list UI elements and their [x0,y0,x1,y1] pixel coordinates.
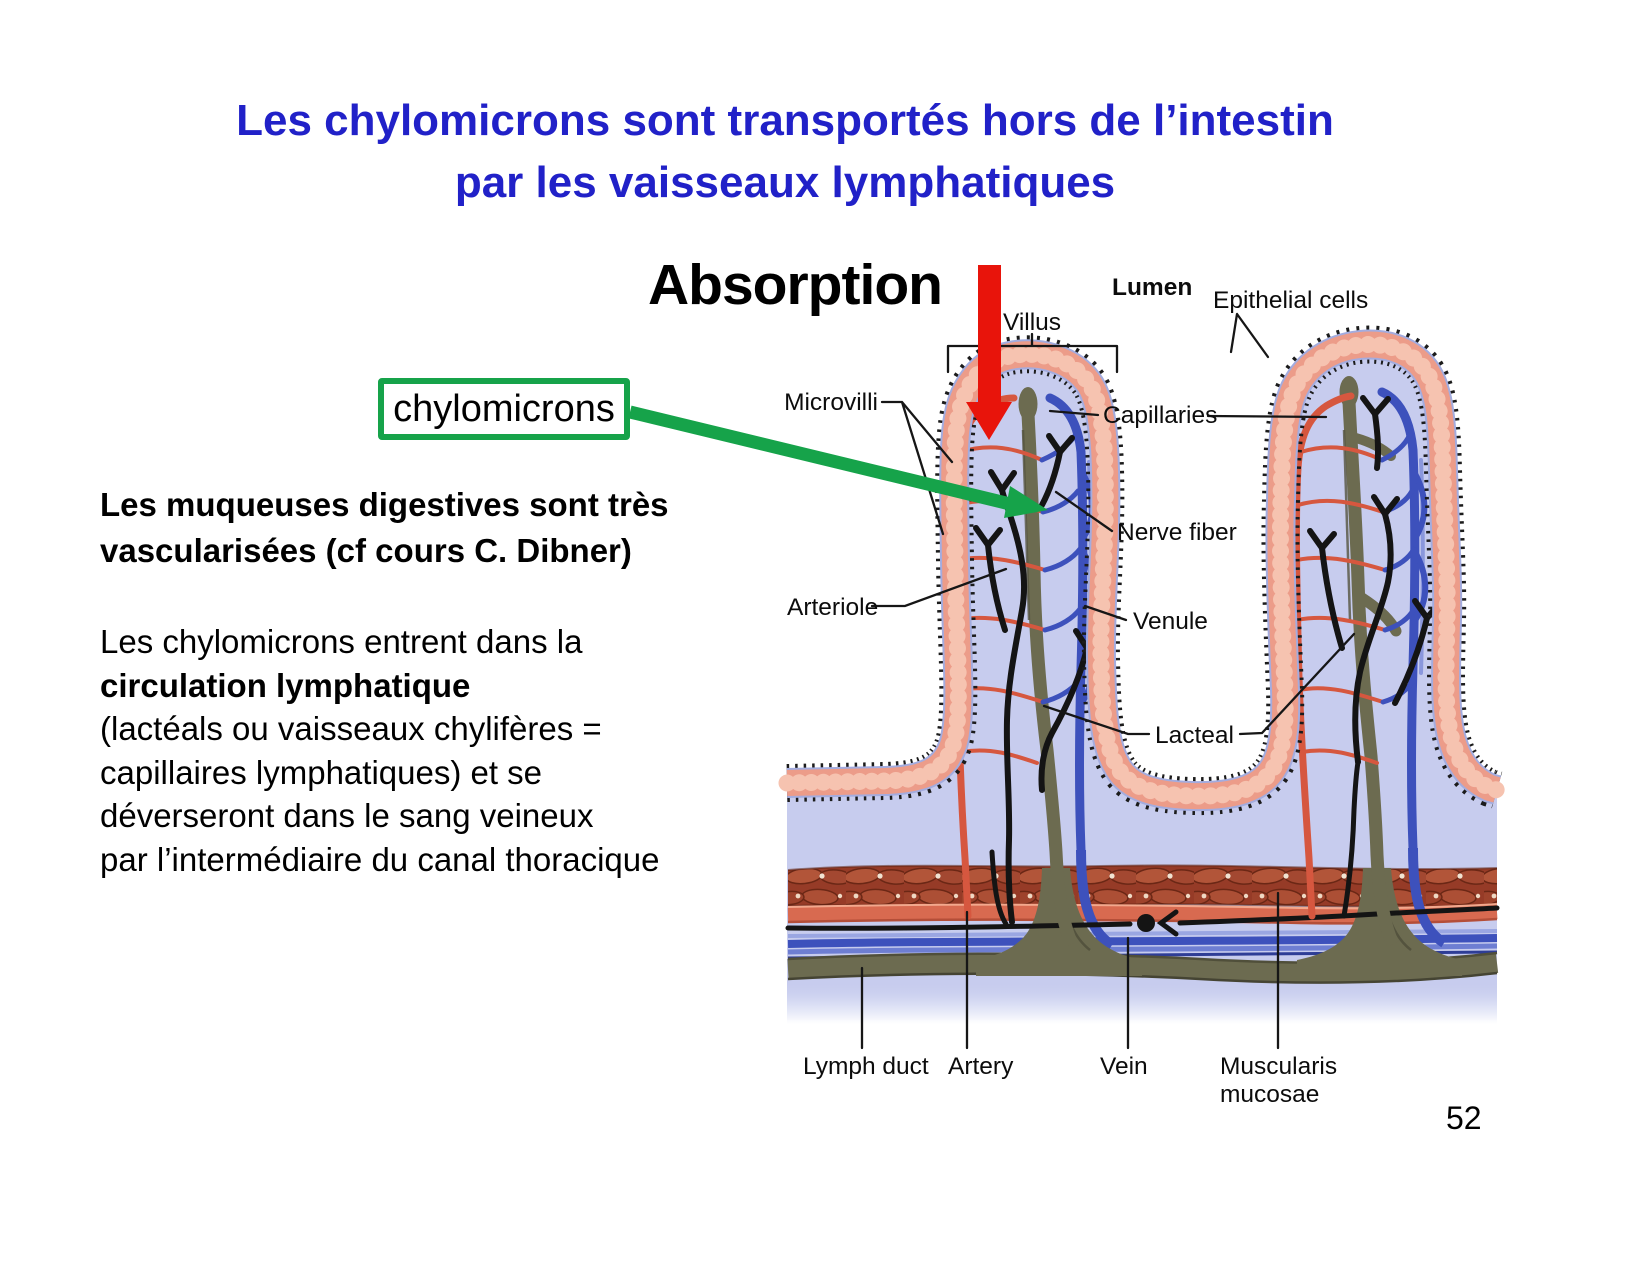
label-capillaries: Capillaries [1103,402,1217,429]
nerve-horizontal [785,759,1500,937]
slide-title-line1: Les chylomicrons sont transportés hors d… [236,96,1334,145]
label-muscularis-line1: Muscularis [1220,1053,1337,1080]
arteriole-leader [870,567,1008,608]
venule-leader [1083,604,1128,622]
label-artery: Artery [948,1053,1014,1080]
page-number: 52 [1446,1100,1482,1136]
slide-title: Les chylomicrons sont transportés hors d… [60,90,1510,214]
paragraph-line6: par l’intermédiaire du canal thoracique [100,840,660,878]
vein-trunks [1076,847,1447,950]
paragraph-bold-line2: vascularisées (cf cours C. Dibner) [100,532,632,569]
label-villus: Villus [1003,309,1061,336]
label-lumen: Lumen [1112,274,1192,301]
slide-title-line2: par les vaisseaux lymphatiques [454,158,1116,207]
microvilli-leader [880,400,954,536]
villus2-vessels [1292,376,1442,947]
label-microvilli: Microvilli [784,389,878,416]
epithelium-border [778,325,1506,816]
red-absorption-arrow [966,265,1012,440]
villus-bracket [946,332,1119,374]
label-venule: Venule [1133,608,1208,635]
capillaries-leader-right [1206,414,1328,419]
lacteal-leader-left [1042,704,1151,736]
green-chylomicrons-arrow [628,405,1048,518]
lacteal-leader-right [1238,632,1356,736]
label-arteriole: Arteriole [787,594,878,621]
label-lymph-duct: Lymph duct [803,1053,929,1080]
paragraph-line3: (lactéals ou vaisseaux chylifères = [100,710,602,747]
villus1-nerve-fibers [973,433,1101,925]
paragraph-line5: déverseront dans le sang veineux [100,797,594,834]
paragraph-line4: capillaires lymphatiques) et se [100,753,543,791]
chylomicrons-callout: chylomicrons [378,378,630,440]
label-muscularis-line2: mucosae [1220,1081,1319,1108]
paragraph-body: Les chylomicrons entrent dans la circula… [100,620,660,881]
paragraph-bold-line1: Les muqueuses digestives sont très [100,486,669,523]
chylomicrons-label: chylomicrons [393,387,615,430]
figure-labels: Lumen Epithelial cells Villus Microvilli… [784,274,1368,1108]
villus1-lacteal [1018,387,1078,947]
paragraph-line2-bold: circulation lymphatique [100,666,471,704]
base-fade [787,982,1497,1024]
label-vein: Vein [1100,1053,1148,1080]
epithelial-cells-leader [1229,312,1270,359]
paragraph-line1: Les chylomicrons entrent dans la [100,623,583,660]
label-leaders [860,312,1356,1050]
paragraph-bold: Les muqueuses digestives sont très vascu… [100,482,669,574]
label-epithelial-cells: Epithelial cells [1213,287,1368,314]
label-nerve-fiber: Nerve fiber [1117,519,1237,546]
capillaries-leader-left [1048,409,1100,417]
absorption-heading: Absorption [648,253,943,317]
label-lacteal: Lacteal [1155,722,1234,749]
nerve-fiber-leader [1054,490,1114,533]
